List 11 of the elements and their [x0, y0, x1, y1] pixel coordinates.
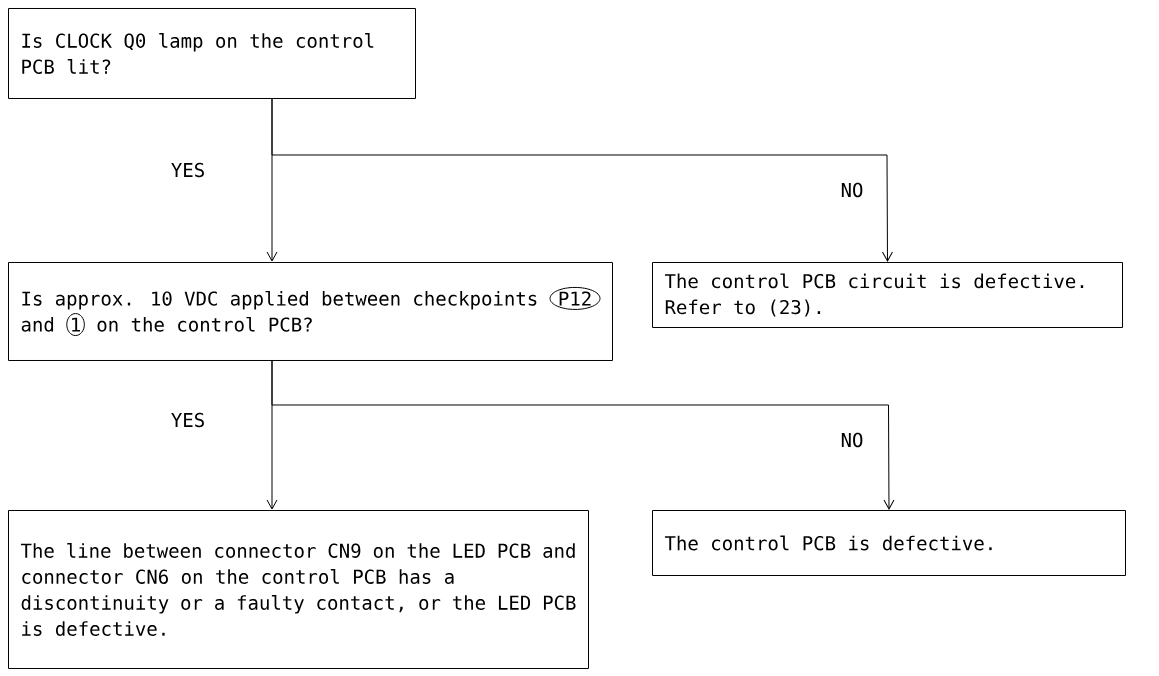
edge-label: NO [838, 180, 866, 200]
edge-label: YES [168, 410, 208, 430]
edge-label: YES [168, 160, 208, 180]
result-box: The control PCB circuit is defective. Refer to (23). [652, 262, 1123, 328]
result-box: The line between connector CN9 on the LED PCB and connector CN6 on the control PCB has a discontinuity or a faulty contact, or the LED PCB is defective. [8, 510, 589, 669]
arrow [271, 360, 895, 510]
edge-label: NO [838, 430, 866, 450]
result-box: The control PCB is defective. [652, 510, 1126, 576]
arrow [271, 98, 893, 262]
question-box: Is approx. 10 VDC applied between checkpoints P12 and 1 on the control PCB? [8, 262, 613, 361]
question-box: Is CLOCK Q0 lamp on the control PCB lit? [8, 8, 416, 99]
